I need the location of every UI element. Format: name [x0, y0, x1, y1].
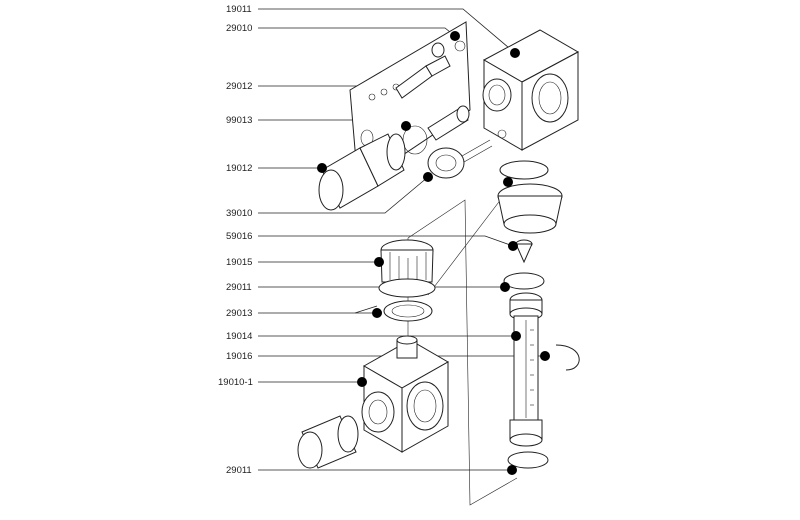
- callout-label: 19015: [226, 257, 252, 268]
- valve-disc: [427, 139, 493, 179]
- leader-19011: [258, 8, 516, 54]
- callout-label: 29011: [226, 465, 252, 476]
- callout-label: 19014: [226, 331, 252, 342]
- upper-housing: [482, 29, 580, 151]
- leader-29010: [258, 27, 456, 37]
- leader-29013b: [354, 305, 378, 314]
- callout-label: 19016: [226, 351, 252, 362]
- retaining-clip: [555, 344, 580, 371]
- lower-housing: [361, 335, 450, 453]
- dot-19015: [374, 257, 384, 267]
- control-knob: [318, 133, 406, 211]
- dot-29010: [450, 31, 460, 41]
- leader-39010: [258, 176, 429, 214]
- dot-29012: [401, 121, 411, 131]
- cone-piece: [515, 239, 533, 264]
- inlet-knob: [297, 415, 359, 469]
- callout-label: 29011: [226, 282, 252, 293]
- callout-label: 59016: [226, 231, 252, 242]
- callout-label: 19012: [226, 163, 252, 174]
- callout-label: 99013: [226, 115, 252, 126]
- gear-coupling: [378, 239, 436, 298]
- axis-line-left: [407, 199, 518, 506]
- dot-19016: [540, 351, 550, 361]
- gasket-29013: [383, 300, 433, 322]
- callout-label: 39010: [226, 208, 252, 219]
- gasket-29011-lower: [507, 451, 549, 469]
- callout-labels: 19011 29010 29012 99013 19012 39010 5901…: [218, 4, 253, 476]
- flow-tube: [509, 292, 543, 447]
- callout-label: 29013: [226, 308, 252, 319]
- dot-29011-bottom: [507, 465, 517, 475]
- dot-29011-ring: [503, 177, 513, 187]
- dot-19010-1: [357, 377, 367, 387]
- dot-19012: [317, 163, 327, 173]
- dot-39010: [423, 172, 433, 182]
- callout-label: 19010-1: [218, 377, 253, 388]
- needle-valve-upper: [395, 42, 451, 99]
- callout-dots: [317, 31, 550, 475]
- leader-59016: [258, 235, 514, 247]
- needle-valve-lower: [427, 105, 470, 141]
- dot-29011-top: [500, 282, 510, 292]
- callout-label: 29010: [226, 23, 252, 34]
- callout-label: 19011: [226, 4, 252, 15]
- dot-59016: [508, 241, 518, 251]
- coupling-nut: [497, 183, 563, 234]
- callout-label: 29012: [226, 81, 252, 92]
- dot-19011: [510, 48, 520, 58]
- dot-19014: [511, 331, 521, 341]
- gasket-29011-upper: [503, 272, 545, 290]
- gasket-ring-upper: [499, 160, 549, 180]
- dot-29013: [372, 308, 382, 318]
- axis-line-diag: [427, 189, 509, 296]
